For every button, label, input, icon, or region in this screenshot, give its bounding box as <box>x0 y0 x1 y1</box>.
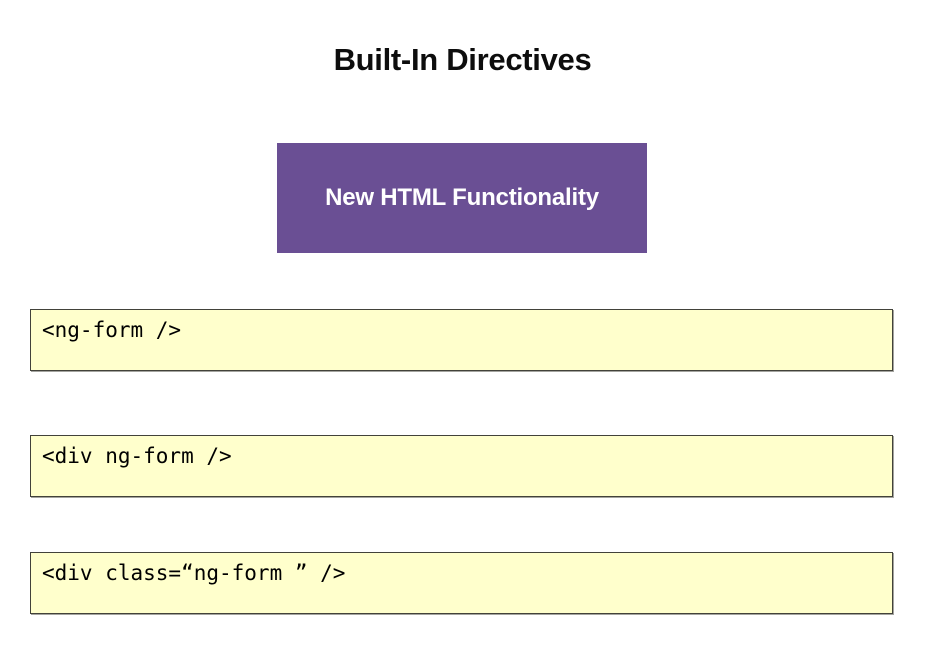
code-example-class-directive: <div class=“ng-form ” /> <box>30 552 893 614</box>
code-example-text: <ng-form /> <box>42 318 182 342</box>
code-example-text: <div class=“ng-form ” /> <box>42 561 346 585</box>
concept-box-label: New HTML Functionality <box>325 184 599 211</box>
code-example-attribute-directive: <div ng-form /> <box>30 435 893 497</box>
code-example-text: <div ng-form /> <box>42 444 232 468</box>
concept-box-new-html-functionality: New HTML Functionality <box>277 143 647 253</box>
slide-title: Built-In Directives <box>333 42 592 77</box>
code-example-element-directive: <ng-form /> <box>30 309 893 371</box>
